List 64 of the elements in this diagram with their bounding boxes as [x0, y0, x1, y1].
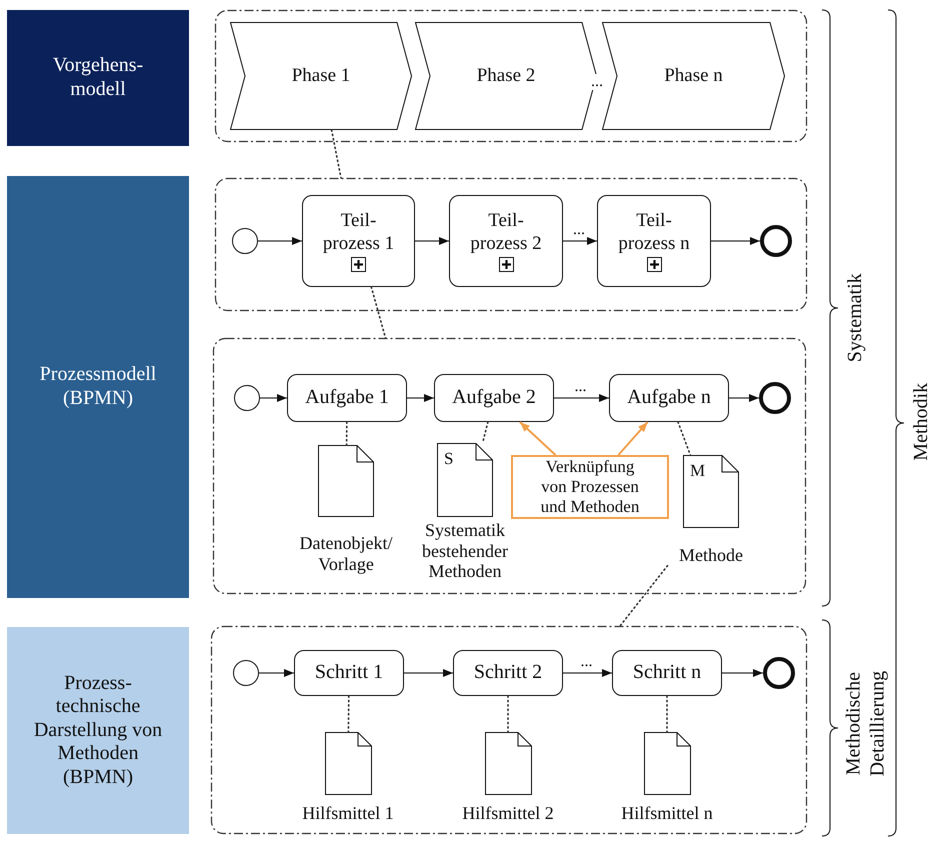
document-caption: Methode [679, 545, 743, 566]
brace-label: Systematik [844, 272, 868, 364]
dotted-connector [348, 695, 350, 733]
dotted-connector [482, 421, 489, 444]
task-box [612, 650, 722, 696]
arrow [563, 669, 612, 677]
task-label: Schritt n [632, 661, 702, 685]
annotation-box [511, 455, 669, 519]
arrow [519, 421, 556, 456]
brace-label: Methodische Detaillierung [842, 670, 889, 778]
document-caption: Hilfsmittel n [621, 803, 713, 824]
arrow [404, 669, 453, 677]
document-letter: M [690, 461, 706, 481]
arrow [711, 237, 760, 245]
task-label: Teil- prozess n [617, 210, 691, 255]
dotted-connector [346, 421, 348, 446]
arrow [729, 394, 759, 402]
dotted-connector [507, 695, 509, 733]
task-box [609, 374, 729, 422]
task-box [434, 374, 554, 422]
dotted-connector [619, 564, 668, 627]
category-band [7, 176, 189, 598]
task-label: Schritt 1 [314, 661, 384, 685]
document-caption: Hilfsmittel 1 [302, 803, 394, 824]
task-box [597, 195, 711, 287]
dotted-connector [666, 695, 668, 733]
task-label: Aufgabe 2 [452, 386, 536, 410]
task-label: Aufgabe 1 [305, 386, 389, 410]
arrow [554, 394, 609, 402]
brace-label: Methodik [910, 382, 933, 463]
document-caption: Hilfsmittel 2 [462, 803, 554, 824]
arrow [258, 237, 302, 245]
phase-label: Phase 2 [476, 64, 536, 88]
arrow [563, 237, 597, 245]
band-label: Prozess- technische Darstellung von Methoden (BPMN) [32, 672, 164, 790]
dotted-connector [330, 129, 342, 179]
task-box [294, 650, 404, 696]
document-caption: Systematik bestehender Methoden [421, 520, 509, 582]
document-caption: Datenobjekt/ Vorlage [298, 533, 394, 574]
task-box [449, 195, 563, 287]
category-band [7, 627, 189, 834]
task-label: Schritt 2 [474, 661, 542, 685]
arrow [722, 669, 763, 677]
dotted-connector [370, 286, 386, 339]
band-label: Vorgehens- modell [52, 54, 144, 102]
task-box [453, 650, 563, 696]
arrow [618, 421, 648, 456]
task-label: Teil- prozess 2 [469, 210, 543, 255]
task-box [302, 195, 415, 287]
arrow [260, 394, 287, 402]
category-band [7, 10, 189, 146]
document-letter: S [444, 449, 454, 469]
dotted-connector [677, 421, 692, 456]
phase-label: Phase 1 [292, 64, 350, 88]
task-box [287, 374, 407, 422]
band-label: Prozessmodell (BPMN) [38, 363, 158, 411]
task-label: Teil- prozess 1 [322, 210, 396, 255]
arrow [259, 669, 294, 677]
phase-label: Phase n [664, 64, 723, 88]
annotation-text: Verknüpfung von Prozessen und Methoden [540, 456, 640, 518]
ellipsis: ... [590, 74, 604, 90]
arrow [415, 237, 449, 245]
task-label: Aufgabe n [627, 386, 711, 410]
arrow [407, 394, 434, 402]
